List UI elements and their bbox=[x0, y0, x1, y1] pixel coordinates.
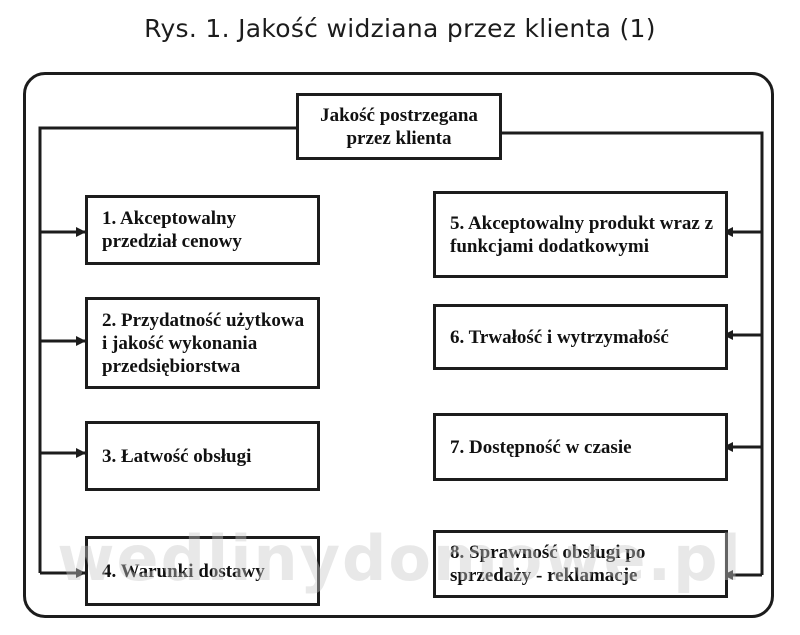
box-6-label: 6. Trwałość i wytrzymałość bbox=[450, 326, 669, 348]
top-box-label: Jakość postrzegana przez klienta bbox=[320, 104, 478, 149]
left-trunk-line bbox=[38, 126, 298, 573]
box-8-label: 8. Sprawność obsługi po sprzedaży - rekl… bbox=[450, 542, 646, 586]
box-5-acceptable-product: 5. Akceptowalny produkt wraz z funkcjami… bbox=[433, 191, 728, 278]
box-3-label: 3. Łatwość obsługi bbox=[102, 445, 252, 467]
box-2-usability: 2. Przydatność użytkowa i jakość wykonan… bbox=[85, 297, 320, 389]
right-trunk-line bbox=[501, 131, 764, 575]
box-7-availability: 7. Dostępność w czasie bbox=[433, 413, 728, 481]
box-8-after-sales-service: 8. Sprawność obsługi po sprzedaży - rekl… bbox=[433, 530, 728, 598]
box-4-label: 4. Warunki dostawy bbox=[102, 560, 265, 582]
box-3-ease-of-use: 3. Łatwość obsługi bbox=[85, 421, 320, 491]
box-4-delivery-terms: 4. Warunki dostawy bbox=[85, 536, 320, 606]
box-6-durability: 6. Trwałość i wytrzymałość bbox=[433, 304, 728, 370]
diagram-frame bbox=[23, 72, 774, 618]
top-box-perceived-quality: Jakość postrzegana przez klienta bbox=[296, 93, 502, 160]
box-5-label: 5. Akceptowalny produkt wraz z funkcjami… bbox=[450, 212, 714, 257]
box-2-label: 2. Przydatność użytkowa i jakość wykonan… bbox=[102, 309, 305, 377]
box-1-price-range: 1. Akceptowalny przedział cenowy bbox=[85, 195, 320, 265]
box-7-label: 7. Dostępność w czasie bbox=[450, 436, 632, 458]
figure-title: Rys. 1. Jakość widziana przez klienta (1… bbox=[144, 14, 656, 43]
box-1-label: 1. Akceptowalny przedział cenowy bbox=[102, 208, 242, 252]
